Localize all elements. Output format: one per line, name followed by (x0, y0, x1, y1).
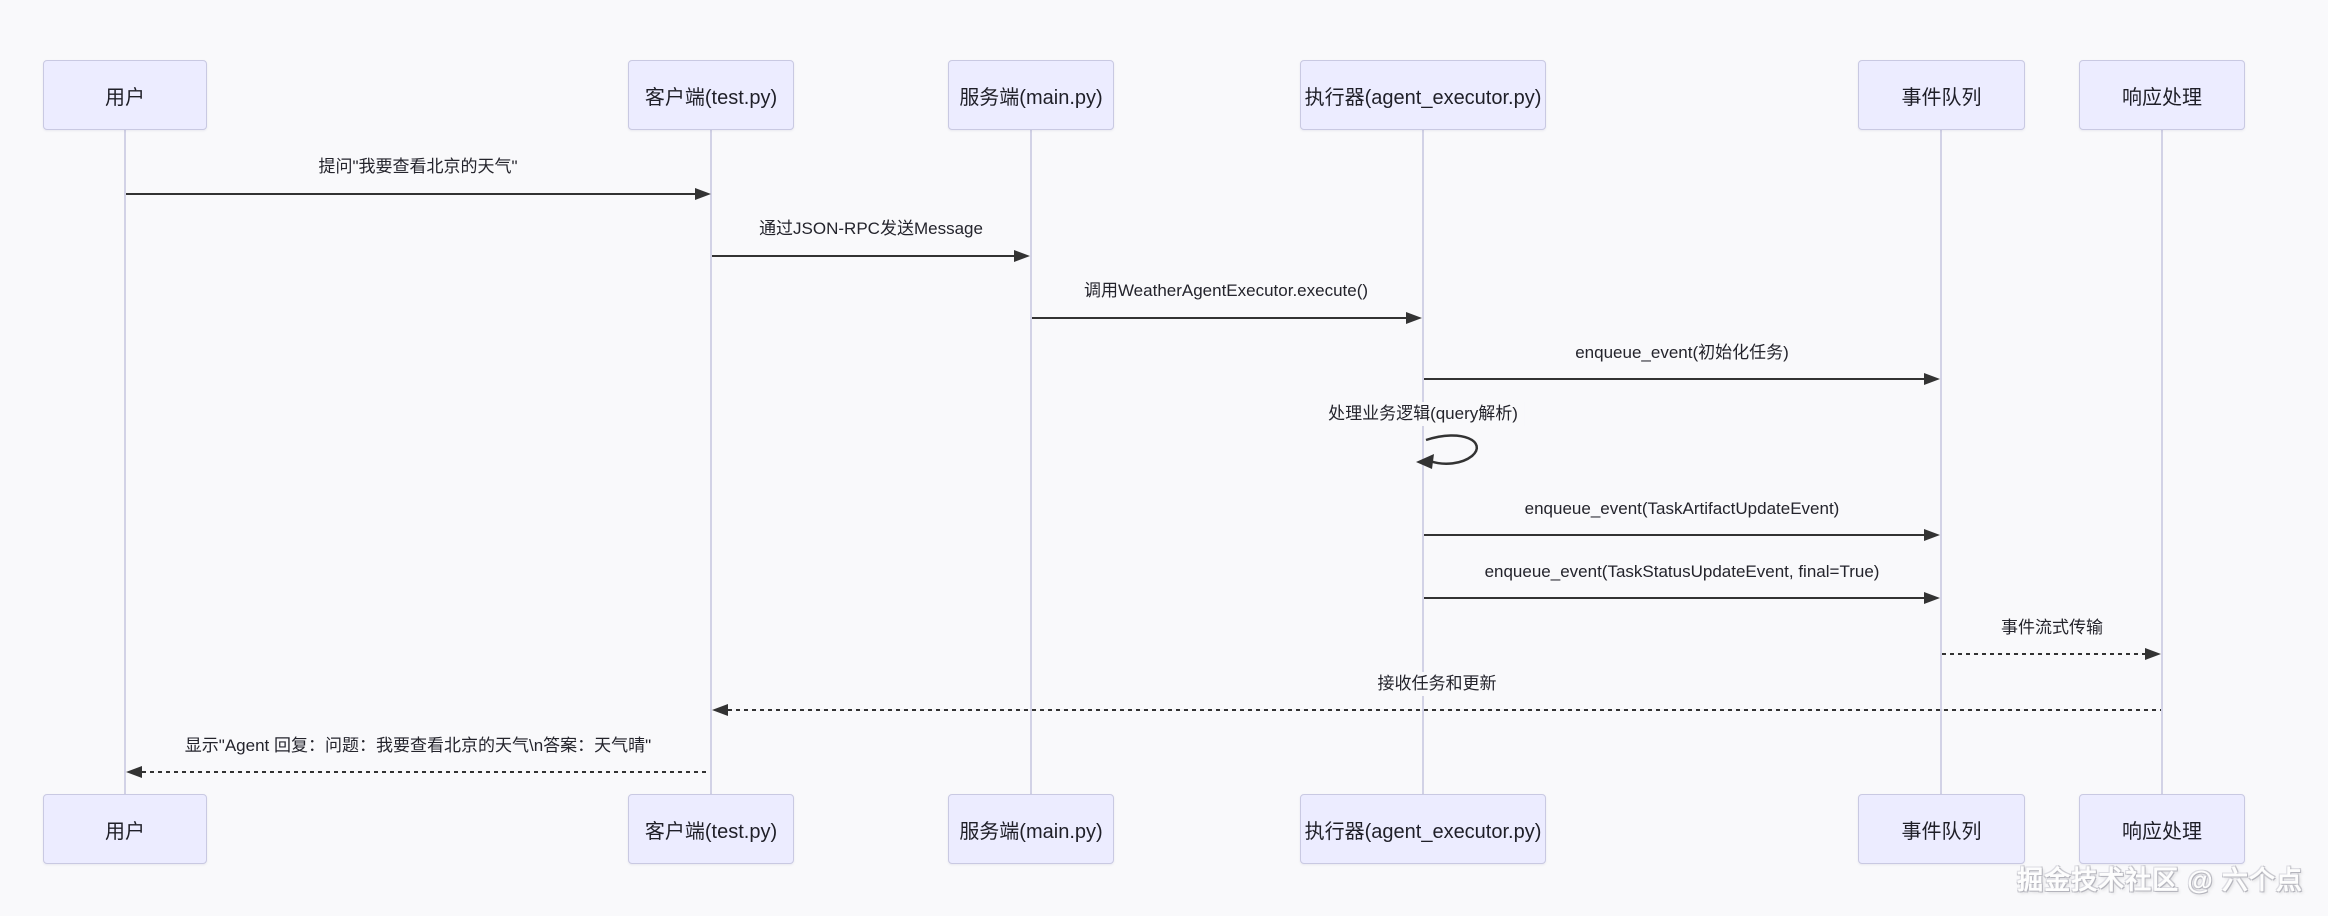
lifeline-queue (1940, 130, 1942, 794)
lifeline-client (710, 130, 712, 794)
arrowhead-right-icon (1406, 312, 1422, 324)
actor-label: 服务端(main.py) (959, 86, 1103, 109)
juejin-watermark: 掘金技术社区 @ 六个点 (2017, 865, 2303, 895)
actor-box-executor-top: 执行器(agent_executor.py) (1300, 60, 1546, 130)
actor-label: 用户 (105, 820, 145, 843)
message-label: enqueue_event(TaskArtifactUpdateEvent) (1518, 497, 1846, 521)
message-arrow-line (126, 193, 695, 195)
actor-box-server-top: 服务端(main.py) (948, 60, 1114, 130)
actor-label: 事件队列 (1901, 820, 1982, 843)
message-label: 通过JSON-RPC发送Message (753, 217, 989, 241)
message-label: enqueue_event(初始化任务) (1569, 341, 1795, 365)
lifeline-response (2161, 130, 2163, 794)
message-arrow-line (712, 255, 1015, 257)
arrowhead-left-icon (712, 704, 728, 716)
arrowhead-right-icon (1924, 592, 1940, 604)
actor-box-user-top: 用户 (43, 60, 207, 130)
message-label: 提问"我要查看北京的天气" (312, 155, 524, 179)
arrowhead-right-icon (2145, 648, 2161, 660)
message-label: 调用WeatherAgentExecutor.execute() (1077, 279, 1375, 303)
message-label: 接收任务和更新 (1371, 672, 1503, 696)
message-arrow-line (1424, 378, 1925, 380)
message-label: enqueue_event(TaskStatusUpdateEvent, fin… (1478, 560, 1886, 584)
message-label: 事件流式传输 (1995, 616, 2109, 640)
arrowhead-right-icon (1924, 373, 1940, 385)
actor-label: 执行器(agent_executor.py) (1304, 86, 1542, 109)
message-arrow-line (1424, 534, 1925, 536)
arrowhead-right-icon (695, 188, 711, 200)
actor-label: 用户 (105, 86, 145, 109)
message-arrow-line (1424, 597, 1925, 599)
message-arrow-line (142, 771, 710, 773)
actor-label: 响应处理 (2122, 820, 2202, 843)
actor-box-user-bottom: 用户 (43, 794, 207, 864)
message-label: 显示"Agent 回复：问题：我要查看北京的天气\n答案：天气晴" (178, 734, 658, 758)
arrowhead-left-icon (126, 766, 142, 778)
actor-label: 客户端(test.py) (644, 820, 778, 843)
actor-label: 客户端(test.py) (644, 86, 778, 109)
actor-box-client-bottom: 客户端(test.py) (628, 794, 794, 864)
actor-label: 响应处理 (2122, 86, 2202, 109)
actor-box-server-bottom: 服务端(main.py) (948, 794, 1114, 864)
message-arrow-line (1032, 317, 1407, 319)
message-arrow-line (1942, 653, 2146, 655)
self-loop-arrow (1416, 434, 1479, 469)
actor-box-response-top: 响应处理 (2079, 60, 2245, 130)
arrowhead-right-icon (1924, 529, 1940, 541)
lifeline-user (124, 130, 126, 794)
message-arrow-line (728, 709, 2161, 711)
actor-box-queue-bottom: 事件队列 (1858, 794, 2025, 864)
actor-label: 执行器(agent_executor.py) (1304, 820, 1542, 843)
lifeline-server (1030, 130, 1032, 794)
actor-box-response-bottom: 响应处理 (2079, 794, 2245, 864)
actor-label: 服务端(main.py) (959, 820, 1103, 843)
actor-label: 事件队列 (1901, 86, 1982, 109)
actor-box-executor-bottom: 执行器(agent_executor.py) (1300, 794, 1546, 864)
message-label: 处理业务逻辑(query解析) (1322, 402, 1524, 426)
actor-box-queue-top: 事件队列 (1858, 60, 2025, 130)
actor-box-client-top: 客户端(test.py) (628, 60, 794, 130)
arrowhead-right-icon (1014, 250, 1030, 262)
